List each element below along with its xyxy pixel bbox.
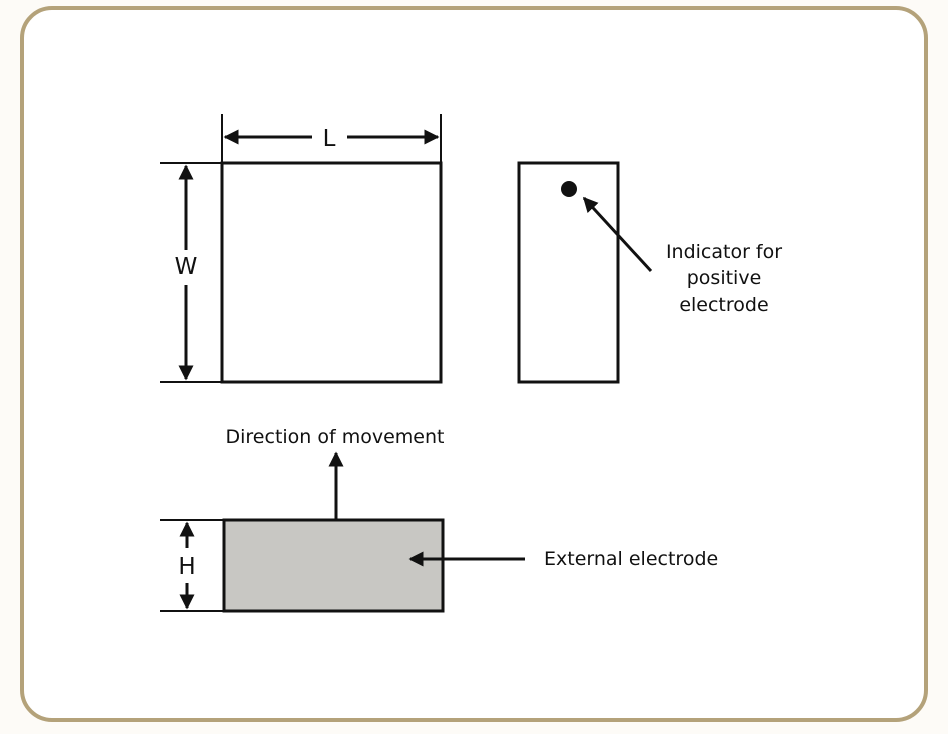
side-view: Indicator for positive electrode bbox=[517, 161, 782, 384]
height-label: H bbox=[178, 554, 195, 580]
length-label: L bbox=[323, 126, 336, 152]
indicator-pointer-arrow bbox=[582, 196, 653, 273]
direction-label: Direction of movement bbox=[226, 426, 445, 448]
indicator-label-line-3: electrode bbox=[679, 294, 768, 316]
diagram-frame bbox=[20, 6, 928, 722]
front-view: Direction of movement External electrode… bbox=[160, 426, 718, 613]
indicator-label-line-2: positive bbox=[687, 267, 762, 289]
width-label: W bbox=[175, 254, 198, 280]
side-view-body bbox=[517, 161, 620, 384]
polarity-indicator-dot bbox=[561, 181, 577, 197]
top-view: L W bbox=[160, 114, 443, 384]
indicator-label-line-1: Indicator for bbox=[666, 241, 782, 263]
top-view-body bbox=[220, 161, 443, 384]
external-electrode-label: External electrode bbox=[544, 548, 718, 570]
external-electrode-body bbox=[222, 518, 445, 613]
